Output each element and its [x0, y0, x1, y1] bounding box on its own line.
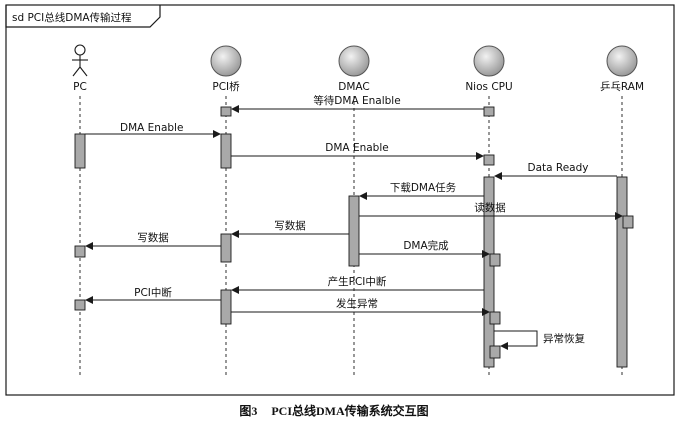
cpu-object-icon — [473, 45, 505, 77]
activation-pc-3 — [74, 299, 86, 311]
participant-label-pc: PC — [73, 81, 87, 93]
ram-object-icon — [606, 45, 638, 77]
activation-ram-main — [616, 176, 628, 368]
activation-cpu-4 — [489, 311, 501, 325]
message-label-write-data-2: 写数据 — [137, 231, 169, 244]
activation-pcibridge-4 — [220, 289, 232, 325]
activation-ram-read — [622, 215, 634, 229]
participant-label-pcibridge: PCI桥 — [212, 81, 240, 93]
dmac-object-icon — [338, 45, 370, 77]
pcibridge-object-icon — [210, 45, 242, 77]
message-label-download-dma-task: 下载DMA任务 — [390, 181, 457, 194]
participant-label-cpu: Nios CPU — [465, 81, 512, 93]
participant-label-ram: 乒乓RAM — [600, 80, 644, 93]
frame-border — [5, 4, 675, 396]
message-label-wait-dma-enable: 等待DMA Enalble — [313, 94, 400, 107]
activation-pc-2 — [74, 245, 86, 258]
activation-cpu-5 — [489, 345, 501, 359]
message-label-pci-interrupt: PCI中断 — [134, 286, 172, 299]
figure-title: PCI总线DMA传输系统交互图 — [271, 404, 429, 418]
figure-number: 图3 — [239, 404, 258, 418]
activation-cpu-main — [483, 176, 495, 368]
activation-cpu-2 — [483, 154, 495, 166]
pc-actor-icon — [72, 44, 88, 77]
frame-title: sd PCI总线DMA传输过程 — [12, 11, 132, 24]
message-label-read-data: 读数据 — [474, 201, 506, 214]
message-label-exception: 发生异常 — [336, 297, 378, 310]
activation-pcibridge-2 — [220, 133, 232, 169]
message-label-data-ready: Data Ready — [527, 162, 588, 174]
activation-pc-1 — [74, 133, 86, 169]
activation-cpu-3 — [489, 253, 501, 267]
frame-title-tab — [5, 5, 161, 28]
activation-pcibridge-3 — [220, 233, 232, 263]
figure-caption: 图3 PCI总线DMA传输系统交互图 — [0, 402, 682, 419]
activation-dmac — [348, 195, 360, 267]
message-label-exception-recovery: 异常恢复 — [543, 332, 585, 345]
message-label-dma-done: DMA完成 — [403, 239, 449, 252]
activation-cpu-1 — [483, 106, 495, 117]
message-label-dma-enable-1: DMA Enable — [120, 122, 183, 134]
message-label-generate-pci-interrupt: 产生PCI中断 — [328, 275, 387, 288]
message-label-dma-enable-2: DMA Enable — [325, 142, 388, 154]
message-label-write-data-1: 写数据 — [274, 219, 306, 232]
message-arrow-exception-recovery — [494, 330, 538, 350]
participant-label-dmac: DMAC — [338, 81, 369, 93]
activation-pcibridge-1 — [220, 106, 232, 117]
